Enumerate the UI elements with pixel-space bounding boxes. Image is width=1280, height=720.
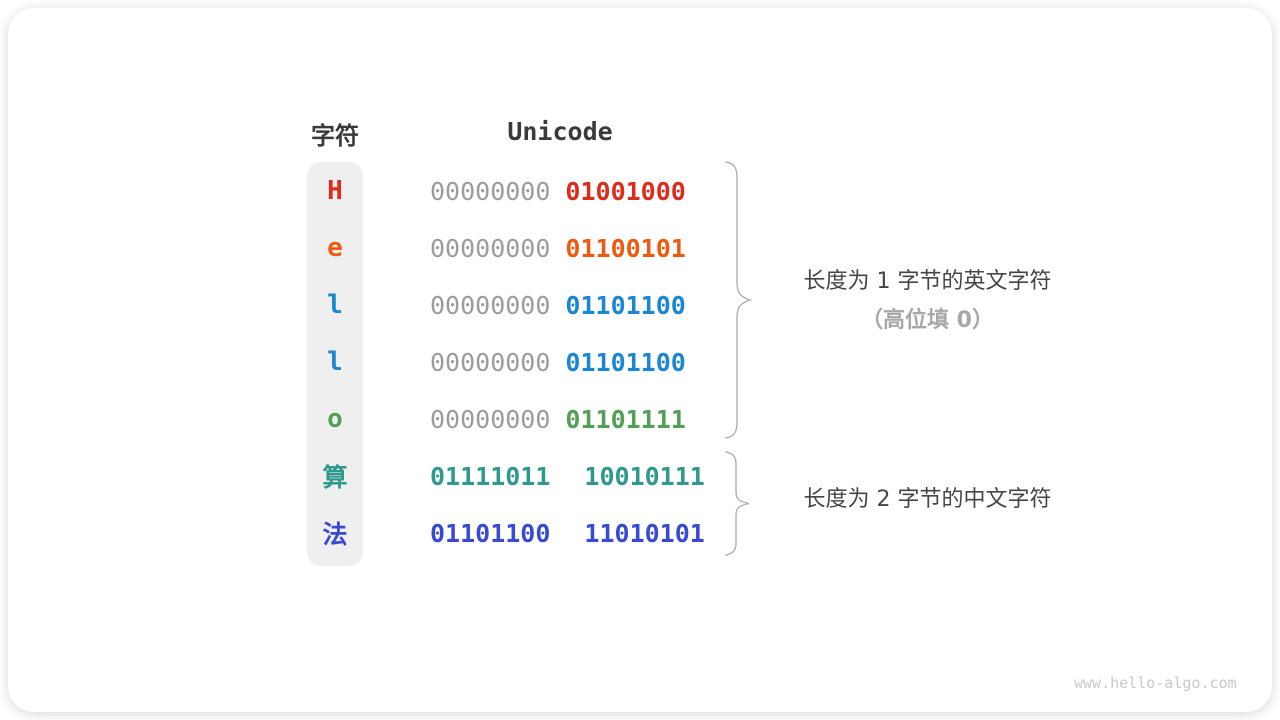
low-byte: 01101111 xyxy=(565,404,686,434)
column-header-char: 字符 xyxy=(311,122,359,150)
char-glyph: e xyxy=(327,233,343,263)
table-row: 法 01101100 11010101 xyxy=(0,505,1280,561)
low-byte: 01101100 xyxy=(565,347,686,377)
binary-value: 00000000 01100101 xyxy=(430,220,686,276)
figure-card xyxy=(8,8,1272,712)
high-byte: 00000000 xyxy=(430,290,551,320)
char-glyph: l xyxy=(327,347,343,377)
high-byte: 00000000 xyxy=(430,233,551,263)
binary-value: 01111011 10010111 xyxy=(430,448,705,504)
annotation-chinese-line1: 长度为 2 字节的中文字符 xyxy=(803,487,1052,512)
char-glyph: 算 xyxy=(322,463,348,492)
annotation-english-line1: 长度为 1 字节的英文字符 xyxy=(803,269,1052,294)
low-byte: 01100101 xyxy=(565,233,686,263)
char-glyph: l xyxy=(327,290,343,320)
binary-value: 00000000 01001000 xyxy=(430,163,686,219)
binary-value: 00000000 01101111 xyxy=(430,391,686,447)
high-byte: 01111011 xyxy=(430,461,551,491)
watermark: www.hello-algo.com xyxy=(1074,674,1237,692)
table-row: 算 01111011 10010111 xyxy=(0,448,1280,504)
table-row: l 00000000 01101100 xyxy=(0,277,1280,333)
column-header-unicode: Unicode xyxy=(507,117,613,146)
high-byte: 00000000 xyxy=(430,176,551,206)
char-column-background xyxy=(307,162,363,566)
high-byte: 01101100 xyxy=(430,518,551,548)
table-row: o 00000000 01101111 xyxy=(0,391,1280,447)
char-glyph: H xyxy=(327,176,343,206)
binary-value: 00000000 01101100 xyxy=(430,277,686,333)
table-row: l 00000000 01101100 xyxy=(0,334,1280,390)
low-byte: 01101100 xyxy=(565,290,686,320)
high-byte: 00000000 xyxy=(430,404,551,434)
table-row: e 00000000 01100101 xyxy=(0,220,1280,276)
low-byte: 11010101 xyxy=(584,518,705,548)
brace-english-group-icon xyxy=(725,161,753,439)
annotation-english-line2: （高位填 0） xyxy=(861,308,994,333)
table-row: H 00000000 01001000 xyxy=(0,163,1280,219)
char-glyph: o xyxy=(327,404,343,434)
binary-value: 01101100 11010101 xyxy=(430,505,705,561)
binary-value: 00000000 01101100 xyxy=(430,334,686,390)
char-glyph: 法 xyxy=(322,520,348,549)
brace-chinese-group-icon xyxy=(725,451,750,556)
high-byte: 00000000 xyxy=(430,347,551,377)
low-byte: 10010111 xyxy=(584,461,705,491)
low-byte: 01001000 xyxy=(565,176,686,206)
